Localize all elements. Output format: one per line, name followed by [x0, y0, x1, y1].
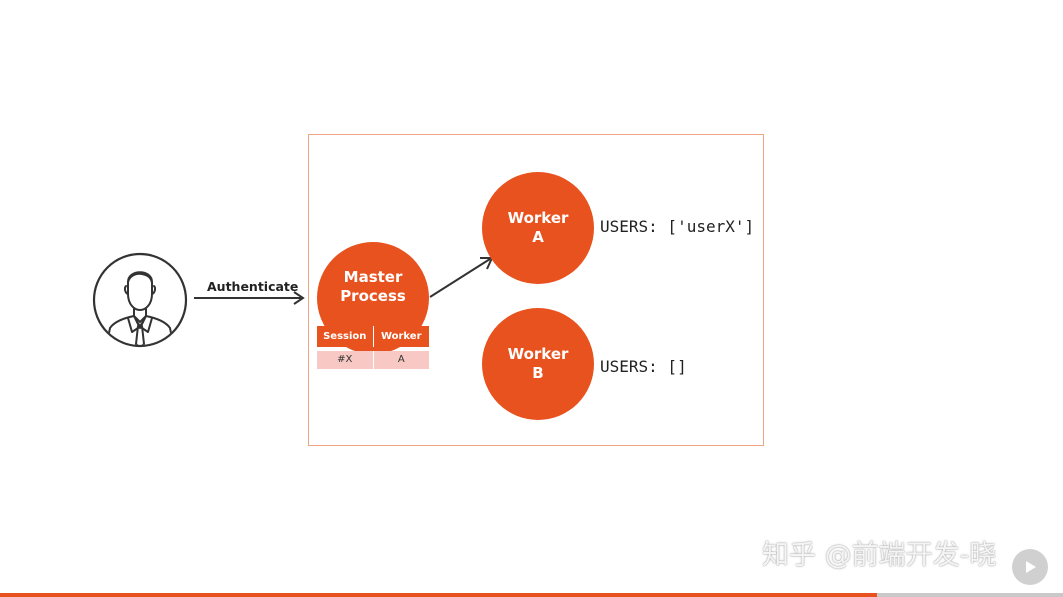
worker-a-label-line2: A [532, 228, 544, 246]
video-progress-fill [0, 593, 877, 597]
user-avatar-icon [92, 252, 188, 348]
worker-b-label-line2: B [532, 364, 544, 382]
master-process-label-line1: Master [343, 268, 403, 286]
watermark: 知乎 @前端开发-晓 [762, 540, 997, 571]
route-to-worker-a-arrow [429, 258, 491, 298]
authenticate-label: Authenticate [207, 279, 299, 294]
session-cell: #X [317, 351, 373, 369]
worker-a-node: Worker A [482, 172, 594, 284]
session-table: Session Worker #X A [317, 326, 429, 369]
master-process-label-line2: Process [340, 287, 406, 305]
play-icon [1026, 561, 1036, 573]
worker-cell: A [372, 351, 429, 369]
worker-a-label-line1: Worker [507, 209, 569, 227]
diagram-frame [308, 134, 764, 446]
video-progress-bar[interactable] [0, 593, 1063, 597]
worker-a-users: USERS: ['userX'] [600, 217, 755, 236]
worker-b-users: USERS: [] [600, 357, 687, 376]
play-button[interactable] [1012, 549, 1048, 585]
session-column-header: Session [317, 326, 373, 347]
authenticate-arrow-head [293, 291, 305, 305]
worker-b-node: Worker B [482, 308, 594, 420]
session-table-row: #X A [317, 351, 429, 369]
worker-b-label-line1: Worker [507, 345, 569, 363]
session-table-header: Session Worker [317, 326, 429, 347]
worker-column-header: Worker [372, 326, 429, 347]
